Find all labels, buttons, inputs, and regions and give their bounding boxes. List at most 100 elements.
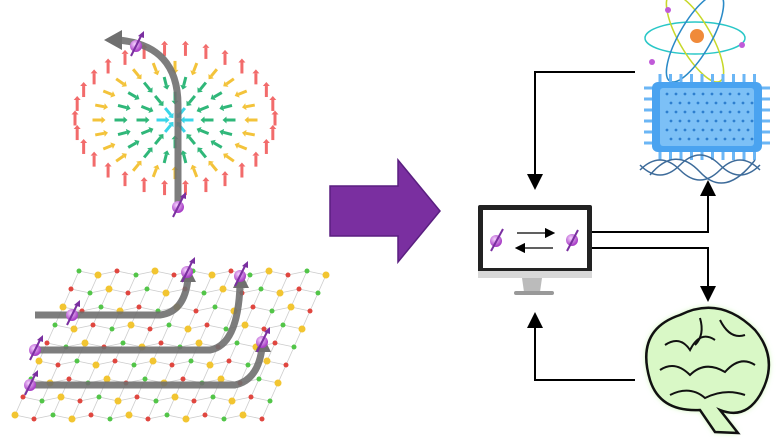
- chip-node: [732, 119, 736, 123]
- lattice-atom: [315, 290, 321, 296]
- spin-vector-arrow: [104, 162, 112, 178]
- lattice-icon: [11, 267, 330, 423]
- lattice-atom: [153, 398, 159, 404]
- spin-arrowhead: [138, 31, 144, 38]
- chip-node: [701, 110, 705, 114]
- lattice-atom: [217, 375, 225, 383]
- spin-vector-arrow: [180, 116, 194, 124]
- spin-vector-arrow: [80, 138, 88, 154]
- chip-node: [669, 119, 673, 123]
- spin-vector-arrow: [114, 116, 128, 124]
- lattice-atom: [285, 272, 291, 278]
- spin-vector-arrow: [252, 69, 260, 85]
- arrow-head: [147, 87, 153, 93]
- arrow-head: [80, 82, 88, 87]
- spin-particle: [256, 327, 270, 353]
- lattice-atom: [134, 394, 140, 400]
- chip-node: [741, 119, 745, 123]
- arrow-shaft: [163, 107, 173, 116]
- lattice-bond: [195, 306, 216, 312]
- arrow-shaft: [131, 162, 141, 172]
- lattice-atom: [87, 290, 93, 296]
- spin-vector-arrow: [186, 94, 197, 106]
- lattice-atom: [88, 412, 94, 418]
- arrow-head: [134, 94, 140, 101]
- arrow-head: [238, 162, 246, 167]
- lattice-atom: [219, 285, 227, 293]
- arrow-shaft: [209, 68, 219, 78]
- lattice-bond: [298, 288, 319, 294]
- spin-vector-arrow: [115, 153, 127, 163]
- lattice-bond: [206, 306, 216, 326]
- lattice-atom: [210, 394, 216, 400]
- lattice-atom: [105, 285, 113, 293]
- spin-exchange-arrows: [514, 227, 556, 254]
- arrow-head: [168, 121, 174, 128]
- arrow-head: [110, 142, 116, 149]
- arrow-head: [161, 40, 169, 45]
- spin-vector-arrow: [221, 171, 229, 187]
- brain-icon: [645, 306, 771, 435]
- lattice-atom: [263, 357, 271, 365]
- spin-axis: [66, 302, 79, 326]
- lattice-atom: [55, 362, 61, 368]
- lattice-atom: [52, 322, 58, 328]
- spin-vector-arrow: [241, 103, 256, 111]
- lattice-atom: [191, 398, 197, 404]
- chip-node: [665, 110, 669, 114]
- arrow-shaft: [115, 77, 125, 86]
- spin-vector-arrow: [156, 116, 170, 124]
- arrow-head: [80, 138, 88, 143]
- chip-node: [687, 137, 691, 141]
- lattice-atom: [125, 290, 131, 296]
- arrow-shaft: [245, 131, 256, 137]
- arrow-head: [153, 164, 160, 170]
- arrow-shaft: [153, 94, 163, 104]
- lattice-atom: [188, 358, 194, 364]
- spin-vector-arrow: [151, 164, 160, 178]
- arrow-head: [180, 84, 188, 90]
- lattice-atom: [201, 290, 207, 296]
- spin-vector-arrow: [73, 125, 81, 141]
- lattice-atom: [74, 358, 80, 364]
- lattice-atom: [151, 267, 159, 275]
- lattice-bond: [147, 414, 168, 420]
- lattice-atom: [265, 267, 273, 275]
- spin-vector-arrow: [200, 116, 214, 124]
- lattice-bond: [195, 292, 205, 312]
- arrow-head: [252, 151, 260, 156]
- lattice-bond: [79, 396, 100, 402]
- lattice-bond: [206, 324, 227, 330]
- arrow-shaft: [151, 168, 158, 178]
- spin-vector-arrow: [190, 62, 199, 76]
- lattice-bond: [114, 360, 135, 366]
- spin-vector-arrow: [73, 95, 81, 111]
- spin-vector-arrow: [210, 139, 223, 149]
- arrow-shaft: [117, 104, 128, 110]
- spin-particle: [234, 261, 248, 287]
- spin-vector-arrow: [186, 134, 197, 146]
- lattice-atom: [39, 398, 45, 404]
- arrow-shaft: [187, 136, 197, 146]
- dna-icon: [639, 154, 761, 184]
- lattice-bond: [116, 270, 137, 276]
- spin-vector-arrow: [269, 95, 277, 111]
- arrow-head: [104, 58, 112, 63]
- spin-arrowhead: [37, 335, 43, 342]
- lattice-atom: [125, 411, 133, 419]
- lattice-atom: [114, 268, 120, 274]
- lattice-bond: [228, 360, 249, 366]
- arrow-shaft: [140, 128, 151, 135]
- lattice-atom: [223, 326, 229, 332]
- chip-node: [665, 92, 669, 96]
- chip-node: [678, 101, 682, 105]
- arrow-head: [121, 171, 129, 176]
- chip-node: [701, 92, 705, 96]
- arrow-shaft: [209, 162, 219, 172]
- spin-particles: [24, 31, 270, 396]
- spin-vector-arrow: [104, 58, 112, 74]
- lattice-bond: [68, 360, 78, 380]
- lattice-atom: [304, 268, 310, 274]
- chip-node: [669, 137, 673, 141]
- spin-vector-arrow: [208, 160, 219, 172]
